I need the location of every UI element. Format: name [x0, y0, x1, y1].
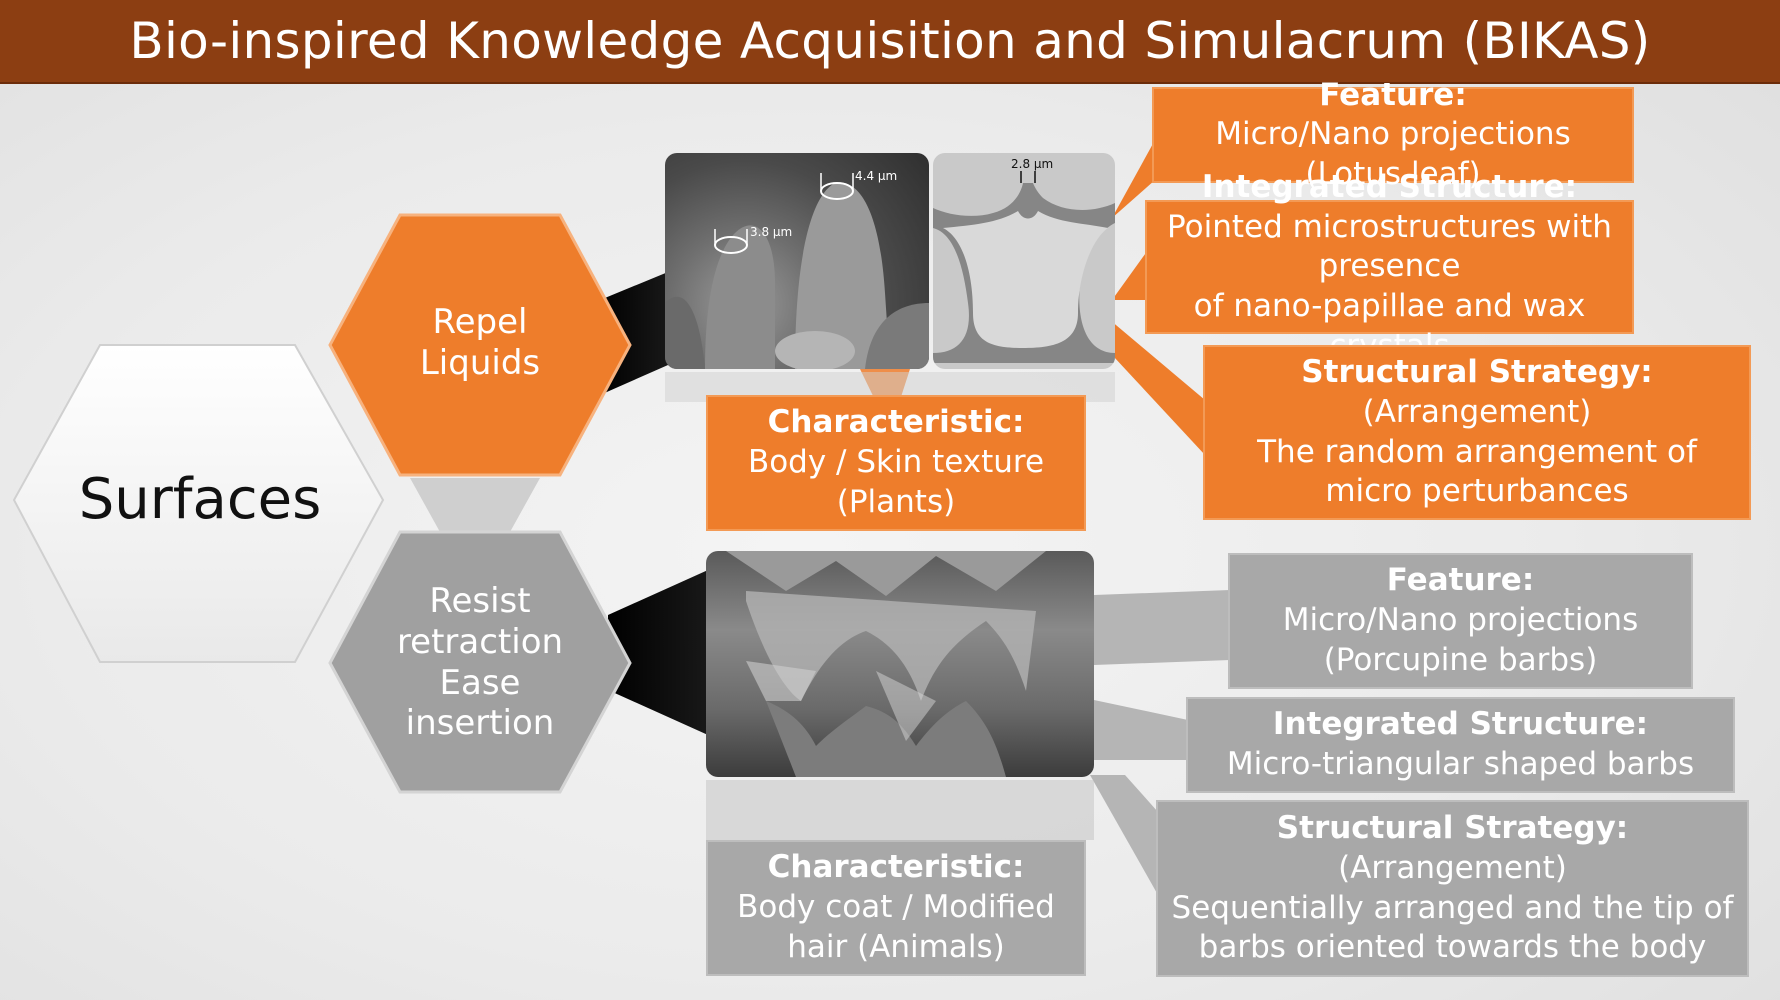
strategy-heading: Structural Strategy:	[1301, 354, 1653, 391]
resist-photo-connector	[608, 570, 708, 735]
resist-retraction-hexagon	[328, 530, 632, 794]
strategy-connector-gray	[1090, 775, 1158, 895]
porcupine-barb-sem-image	[706, 551, 1094, 777]
characteristic-heading-gray: Characteristic:	[767, 849, 1025, 886]
lotus-cross-section-image: 2.8 µm	[933, 153, 1115, 369]
lotus-leaf-sem-image: 4.4 µm 3.8 µm	[665, 153, 929, 369]
characteristic-box-plants: Characteristic: Body / Skin texture (Pla…	[706, 395, 1086, 531]
feature-connector-orange	[1112, 140, 1155, 218]
repel-liquids-label: Repel Liquids	[330, 215, 630, 470]
feature-heading: Feature:	[1319, 76, 1467, 113]
strategy-heading-gray: Structural Strategy:	[1276, 810, 1629, 847]
surfaces-label: Surfaces	[78, 467, 322, 533]
integrated-connector-gray	[1094, 700, 1188, 760]
feature-line-1-gray: Micro/Nano projections	[1282, 602, 1639, 639]
strategy-line-3: micro perturbances	[1325, 473, 1629, 510]
repel-liquids-text: Repel Liquids	[419, 301, 541, 383]
strategy-line-1-gray: (Arrangement)	[1338, 849, 1567, 886]
characteristic-box-animals: Characteristic: Body coat / Modified hai…	[706, 840, 1086, 976]
scale-label-3-8: 3.8 µm	[750, 225, 793, 239]
feature-heading-gray: Feature:	[1386, 562, 1535, 599]
resist-retraction-label: Resist retraction Ease insertion	[330, 535, 630, 790]
page-title: Bio-inspired Knowledge Acquisition and S…	[129, 12, 1651, 70]
feature-box-porcupine: Feature: Micro/Nano projections (Porcupi…	[1228, 553, 1693, 689]
feature-line-2-gray: (Porcupine barbs)	[1323, 641, 1598, 678]
feature-box-lotus: Feature: Micro/Nano projections (Lotus l…	[1152, 77, 1634, 192]
repel-liquids-hexagon	[328, 213, 632, 477]
title-bar: Bio-inspired Knowledge Acquisition and S…	[0, 0, 1780, 84]
surfaces-hexagon	[12, 344, 385, 663]
integrated-line-1: Pointed microstructures with presence	[1167, 208, 1612, 285]
scale-label-4-4: 4.4 µm	[855, 169, 898, 183]
characteristic-line-1: Body / Skin texture	[747, 444, 1045, 481]
strategy-line-2-gray: Sequentially arranged and the tip of	[1171, 889, 1734, 926]
structural-strategy-box-lotus: Structural Strategy: (Arrangement) The r…	[1203, 345, 1751, 520]
strategy-line-1: (Arrangement)	[1362, 393, 1592, 430]
feature-connector-gray	[1094, 590, 1230, 665]
integrated-structure-box-porcupine: Integrated Structure: Micro-triangular s…	[1186, 697, 1735, 793]
strategy-line-2: The random arrangement of	[1257, 433, 1697, 470]
characteristic-line-2: (Plants)	[836, 483, 956, 520]
barb-photo-reflection	[706, 780, 1094, 840]
integrated-structure-box-lotus: Integrated Structure: Pointed microstruc…	[1145, 169, 1634, 364]
lotus-leaf-sem-drawing	[665, 173, 929, 369]
scale-label-2-8: 2.8 µm	[1011, 157, 1054, 171]
characteristic-heading: Characteristic:	[767, 404, 1025, 441]
lotus-cross-section-drawing	[933, 171, 1115, 363]
integrated-connector-orange	[1112, 250, 1148, 300]
integrated-heading: Integrated Structure:	[1201, 168, 1578, 205]
resist-retraction-text: Resist retraction Ease insertion	[396, 580, 564, 744]
porcupine-barb-drawing	[726, 551, 1046, 777]
integrated-line-1-gray: Micro-triangular shaped barbs	[1226, 746, 1695, 782]
structural-strategy-box-porcupine: Structural Strategy: (Arrangement) Seque…	[1156, 800, 1749, 977]
characteristic-line-1-gray: Body coat / Modified	[737, 889, 1055, 926]
characteristic-line-2-gray: hair (Animals)	[787, 928, 1005, 965]
feature-text: Micro/Nano projections (Lotus leaf)	[1215, 116, 1571, 192]
integrated-heading-gray: Integrated Structure:	[1272, 706, 1649, 743]
strategy-line-3-gray: barbs oriented towards the body	[1198, 929, 1707, 966]
branch-connector	[410, 478, 540, 532]
